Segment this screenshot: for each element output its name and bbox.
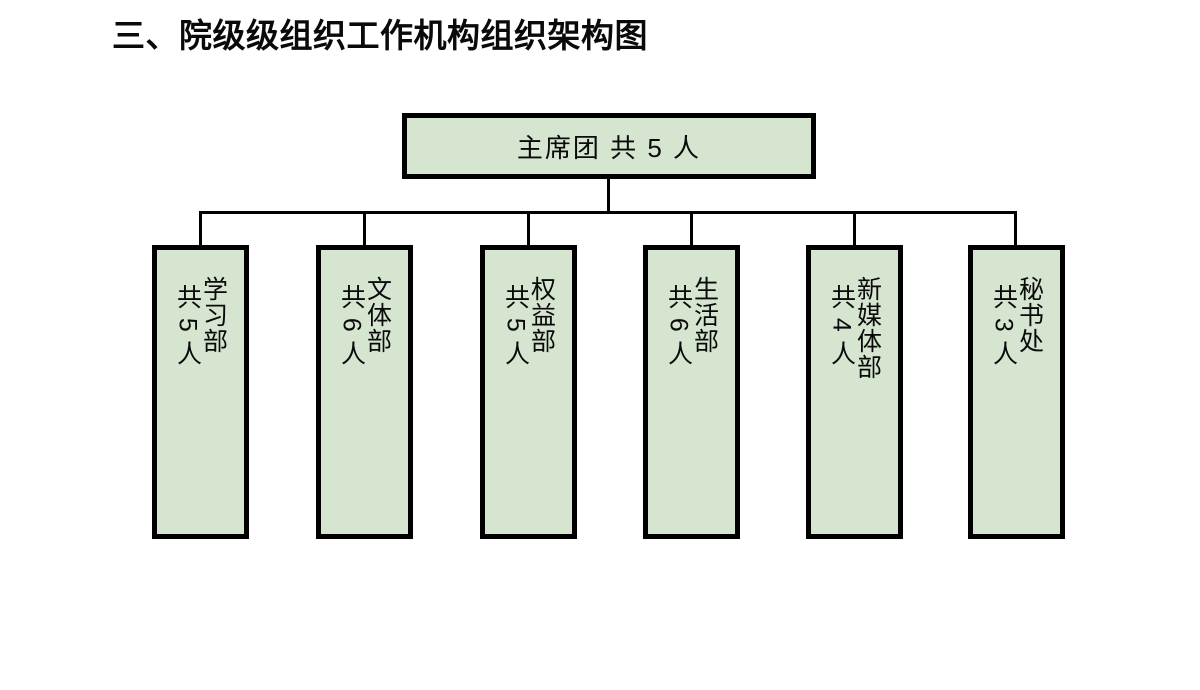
org-node-shenghuobu-label: 生活部 共 6 人 [664,276,719,367]
connector-drop-child-2 [363,211,366,247]
org-node-wentibu[interactable]: 文体部 共 6 人 [316,245,413,539]
org-node-xuexibu-label: 学习部 共 5 人 [173,276,228,367]
org-node-root[interactable]: 主席团 共 5 人 [402,113,816,179]
connector-root-drop [607,178,610,214]
connector-drop-child-1 [199,211,202,247]
connector-horizontal-bus [202,211,1016,214]
connector-drop-child-5 [853,211,856,247]
connector-drop-child-3 [527,211,530,247]
org-node-mishuchu-label: 秘书处 共 3 人 [989,276,1044,367]
org-node-shenghuobu[interactable]: 生活部 共 6 人 [643,245,740,539]
connector-drop-child-4 [690,211,693,247]
org-node-quanyibu[interactable]: 权益部 共 5 人 [480,245,577,539]
org-node-xuexibu[interactable]: 学习部 共 5 人 [152,245,249,539]
org-node-wentibu-label: 文体部 共 6 人 [337,276,392,367]
org-node-xinmeitibu-label: 新媒体部 共 4 人 [827,276,882,380]
org-node-quanyibu-label: 权益部 共 5 人 [501,276,556,367]
org-node-mishuchu[interactable]: 秘书处 共 3 人 [968,245,1065,539]
page-title: 三、院级级组织工作机构组织架构图 [112,17,648,54]
org-node-xinmeitibu[interactable]: 新媒体部 共 4 人 [806,245,903,539]
connector-drop-child-6 [1014,211,1017,247]
org-node-root-label: 主席团 共 5 人 [516,132,702,163]
